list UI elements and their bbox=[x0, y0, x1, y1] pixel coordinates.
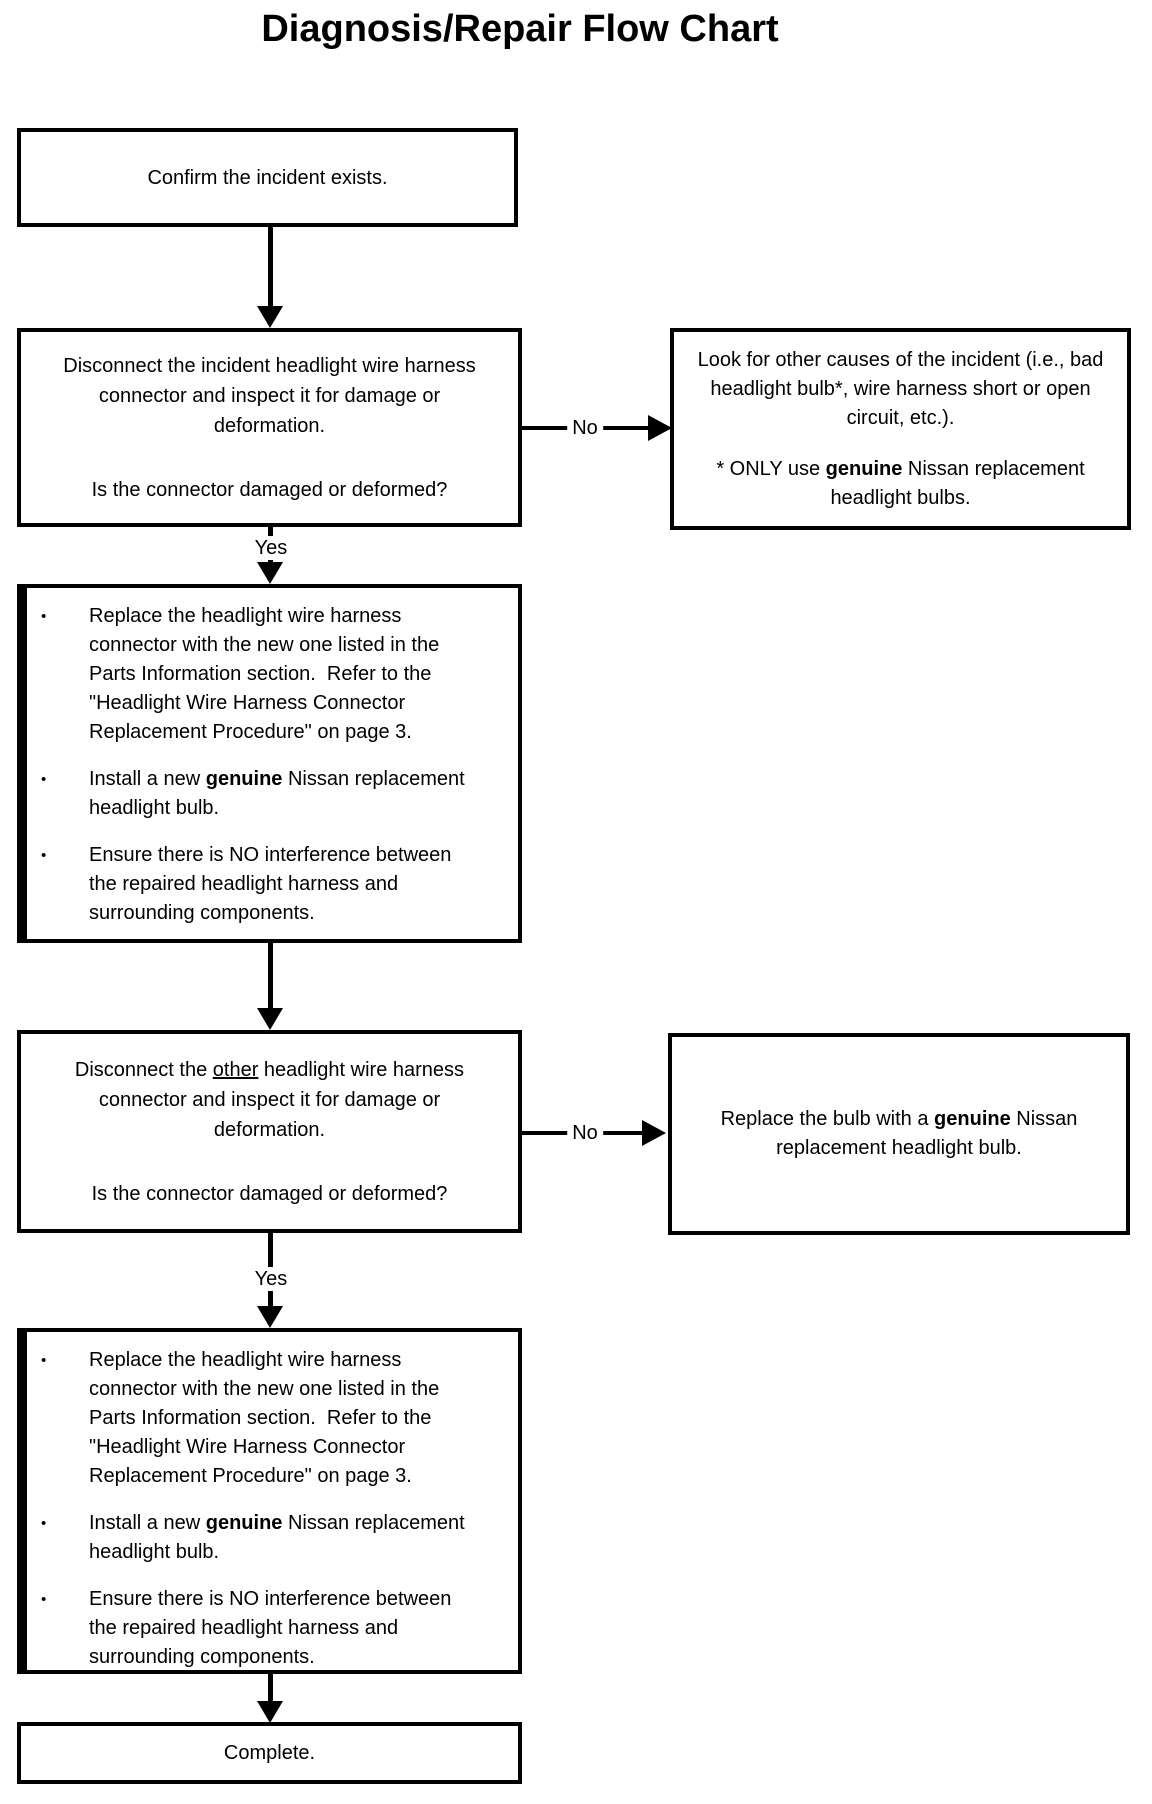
bullet-install-bulb-text: Install a new genuine Nissan replacement… bbox=[89, 1509, 473, 1567]
bullet-icon: • bbox=[41, 1591, 47, 1608]
bullet-icon: • bbox=[41, 1515, 47, 1532]
inspect-incident-instruction: Disconnect the incident headlight wire h… bbox=[63, 354, 476, 437]
bullet-no-interference-text: Ensure there is NO interference between … bbox=[89, 844, 457, 924]
procedure2-bullet-install-bulb: • Install a new genuine Nissan replaceme… bbox=[29, 1509, 500, 1567]
arrowhead-right-2 bbox=[642, 1120, 666, 1146]
look-other-causes-box: Look for other causes of the incident (i… bbox=[670, 328, 1131, 530]
procedure1-bullet-replace-connector: • Replace the headlight wire harness con… bbox=[29, 602, 500, 747]
install-genuine-bold: genuine bbox=[205, 768, 283, 790]
arrowhead-down-4 bbox=[257, 1306, 283, 1328]
bullet-install-bulb-text: Install a new genuine Nissan replacement… bbox=[89, 765, 473, 823]
bullet-icon: • bbox=[41, 771, 47, 788]
bullet-replace-connector-text: Replace the headlight wire harness conne… bbox=[89, 605, 445, 743]
replace-bulb-box: Replace the bulb with a genuine Nissan r… bbox=[668, 1033, 1130, 1235]
procedure2-bullet-no-interference: • Ensure there is NO interference betwee… bbox=[29, 1585, 500, 1672]
arrowhead-down-1 bbox=[257, 306, 283, 328]
connector-line-procedure1-to-inspect-other bbox=[268, 943, 273, 1008]
procedure1-bullet-no-interference: • Ensure there is NO interference betwee… bbox=[29, 841, 500, 928]
install-pre: Install a new bbox=[89, 1512, 206, 1534]
bullet-icon: • bbox=[41, 608, 47, 625]
page-title: Diagnosis/Repair Flow Chart bbox=[261, 8, 779, 50]
note-post: Nissan replacement headlight bulbs. bbox=[830, 457, 1085, 509]
inspect-other-instruction: Disconnect the other headlight wire harn… bbox=[49, 1055, 490, 1145]
install-pre: Install a new bbox=[89, 768, 206, 790]
confirm-incident-text: Confirm the incident exists. bbox=[147, 166, 388, 189]
replace-bulb-text: Replace the bulb with a genuine Nissan r… bbox=[692, 1105, 1106, 1163]
no-label-1: No bbox=[567, 416, 603, 440]
complete-box: Complete. bbox=[17, 1722, 522, 1784]
bullet-icon: • bbox=[41, 847, 47, 864]
look-other-causes-note: * ONLY use genuine Nissan replacement he… bbox=[694, 455, 1107, 513]
install-post: Nissan replacement headlight bulb. bbox=[89, 768, 471, 819]
yes-label-1: Yes bbox=[249, 536, 293, 560]
look-other-causes-text: Look for other causes of the incident (i… bbox=[697, 348, 1104, 429]
replace-bulb-post: Nissan replacement headlight bulb. bbox=[776, 1108, 1078, 1159]
inspect-other-connector-box: Disconnect the other headlight wire harn… bbox=[17, 1030, 522, 1233]
inspect-other-underlined-word: other bbox=[212, 1058, 259, 1081]
install-genuine-bold: genuine bbox=[205, 1512, 283, 1534]
yes-label-2: Yes bbox=[249, 1267, 293, 1291]
confirm-incident-box: Confirm the incident exists. bbox=[17, 128, 518, 227]
arrowhead-right-1 bbox=[648, 415, 672, 441]
repair-procedure-box-2: • Replace the headlight wire harness con… bbox=[17, 1328, 522, 1674]
inspect-incident-connector-box: Disconnect the incident headlight wire h… bbox=[17, 328, 522, 527]
note-genuine-bold: genuine bbox=[825, 457, 903, 480]
bullet-no-interference-text: Ensure there is NO interference between … bbox=[89, 1588, 457, 1668]
bullet-icon: • bbox=[41, 1352, 47, 1369]
connector-line-confirm-to-inspect bbox=[268, 227, 273, 307]
arrowhead-down-3 bbox=[257, 1008, 283, 1030]
arrowhead-down-2 bbox=[257, 562, 283, 584]
inspect-other-question: Is the connector damaged or deformed? bbox=[91, 1182, 448, 1205]
install-post: Nissan replacement headlight bulb. bbox=[89, 1512, 471, 1563]
replace-bulb-genuine-bold: genuine bbox=[934, 1108, 1011, 1130]
inspect-incident-question: Is the connector damaged or deformed? bbox=[91, 478, 448, 501]
no-label-2: No bbox=[567, 1121, 603, 1145]
procedure1-bullet-install-bulb: • Install a new genuine Nissan replaceme… bbox=[29, 765, 500, 823]
replace-bulb-pre: Replace the bulb with a bbox=[720, 1108, 935, 1130]
repair-procedure-box-1: • Replace the headlight wire harness con… bbox=[17, 584, 522, 943]
complete-text: Complete. bbox=[223, 1741, 316, 1764]
inspect-other-post: headlight wire harness connector and ins… bbox=[98, 1058, 465, 1141]
arrowhead-down-5 bbox=[257, 1701, 283, 1723]
bullet-replace-connector-text: Replace the headlight wire harness conne… bbox=[89, 1349, 445, 1487]
note-pre: * ONLY use bbox=[716, 457, 826, 480]
procedure2-bullet-replace-connector: • Replace the headlight wire harness con… bbox=[29, 1346, 500, 1491]
connector-line-procedure2-to-complete bbox=[268, 1674, 273, 1701]
inspect-other-pre: Disconnect the bbox=[74, 1058, 213, 1081]
